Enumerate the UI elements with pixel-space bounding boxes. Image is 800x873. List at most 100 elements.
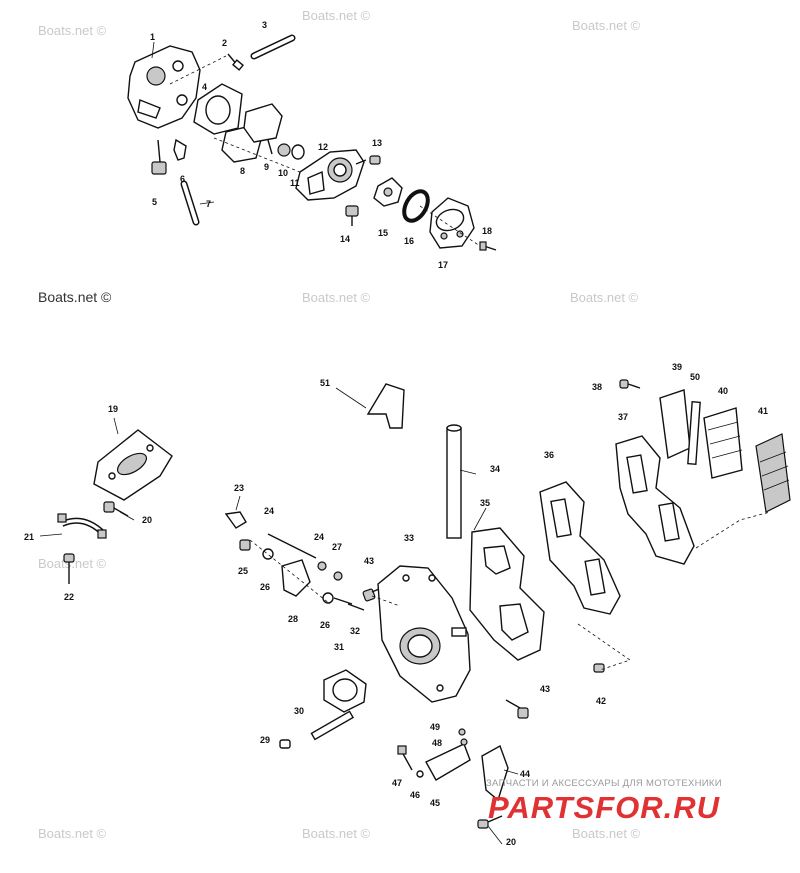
callout-label: 2 — [222, 38, 227, 48]
part-screw — [619, 379, 641, 389]
callout-label: 6 — [180, 174, 185, 184]
callout-label: 36 — [544, 450, 554, 460]
brand-tagline: ЗАПЧАСТИ И АКСЕССУАРЫ ДЛЯ МОТОТЕХНИКИ — [486, 778, 722, 789]
callout-label: 24 — [314, 532, 324, 542]
brand-logo: PARTSFOR.RU — [488, 790, 721, 825]
callout-label: 45 — [430, 798, 440, 808]
part-reed-stop — [659, 389, 691, 460]
part-bolt — [151, 139, 167, 175]
part-reed-petals — [703, 407, 743, 479]
part-screw — [355, 155, 381, 165]
part-nut — [279, 739, 291, 749]
callout-label: 9 — [264, 162, 269, 172]
part-fuel-hose — [250, 34, 296, 60]
callout-label: 8 — [240, 166, 245, 176]
callout-label: 5 — [152, 197, 157, 207]
callout-label: 40 — [718, 386, 728, 396]
part-screw — [227, 53, 244, 71]
callout-label: 46 — [410, 790, 420, 800]
watermark: Boats.net © — [38, 289, 112, 305]
callout-label: 22 — [64, 592, 74, 602]
callout-label: 21 — [24, 532, 34, 542]
part-diaphragm-plate — [221, 103, 283, 163]
callout-label: 13 — [372, 138, 382, 148]
part-gasket — [323, 669, 367, 713]
callout-label: 30 — [294, 706, 304, 716]
watermark: Boats.net © — [38, 556, 107, 571]
callout-label: 44 — [520, 769, 530, 779]
callout-label: 7 — [206, 199, 211, 209]
part-reed-gasket — [469, 527, 545, 661]
part-o-ring — [402, 189, 430, 223]
callout-label: 23 — [234, 483, 244, 493]
part-bracket — [335, 383, 405, 429]
callout-label: 17 — [438, 260, 448, 270]
callout-label: 27 — [332, 542, 342, 552]
part-gasket — [193, 83, 243, 135]
part-intake-manifold — [377, 565, 471, 703]
watermark: Boats.net © — [302, 8, 371, 23]
part-pump-housing — [295, 149, 365, 201]
part-mounting-plate — [93, 417, 173, 501]
part-washer — [262, 548, 274, 560]
callout-label: 25 — [238, 566, 248, 576]
part-reed — [687, 401, 701, 465]
callout-label: 31 — [334, 642, 344, 652]
callout-label: 51 — [320, 378, 330, 388]
callout-label: 48 — [432, 738, 442, 748]
part-bolt — [477, 815, 503, 829]
part-check-valve — [291, 144, 305, 160]
callout-label: 12 — [318, 142, 328, 152]
part-tube — [446, 424, 462, 539]
part-linkage-arm — [267, 533, 317, 597]
callout-label: 1 — [150, 32, 155, 42]
callout-label: 50 — [690, 372, 700, 382]
part-cover — [429, 197, 475, 249]
callout-label: 49 — [430, 722, 440, 732]
callout-label: 42 — [596, 696, 606, 706]
part-bolt — [345, 205, 359, 226]
part-hose — [180, 180, 215, 226]
part-screw — [63, 553, 75, 584]
callout-label: 16 — [404, 236, 414, 246]
callout-label: 20 — [142, 515, 152, 525]
part-screw — [505, 699, 529, 719]
watermark: Boats.net © — [302, 290, 371, 305]
callout-label: 19 — [108, 404, 118, 414]
part-screw — [397, 728, 468, 778]
part-reed-plate — [539, 481, 621, 615]
part-shaft — [310, 710, 355, 741]
part-reed-block — [755, 433, 791, 513]
callout-label: 3 — [262, 20, 267, 30]
callout-label: 28 — [288, 614, 298, 624]
watermark: Boats.net © — [570, 290, 639, 305]
part-impeller — [373, 177, 403, 207]
callout-label: 47 — [392, 778, 402, 788]
callout-label: 24 — [264, 506, 274, 516]
callout-label: 41 — [758, 406, 768, 416]
site-brand-watermark: ЗАПЧАСТИ И АКСЕССУАРЫ ДЛЯ МОТОТЕХНИКИ PA… — [486, 776, 800, 836]
part-stud — [347, 603, 365, 611]
part-gasket — [615, 435, 695, 565]
callout-label: 33 — [404, 533, 414, 543]
callout-label: 4 — [202, 82, 207, 92]
part-fitting — [173, 138, 187, 161]
watermark: Boats.net © — [302, 826, 371, 841]
callout-label: 26 — [260, 582, 270, 592]
part-bolt — [103, 501, 129, 517]
callout-label: 34 — [490, 464, 500, 474]
part-spring — [267, 139, 291, 157]
watermark: Boats.net © — [572, 826, 641, 841]
watermark: Boats.net © — [38, 826, 107, 841]
part-throttle-lever — [481, 744, 509, 802]
callout-label: 20 — [506, 837, 516, 847]
part-screw — [593, 663, 605, 673]
callout-label: 11 — [290, 178, 300, 188]
callout-label: 37 — [618, 412, 628, 422]
watermark: Boats.net © — [572, 18, 641, 33]
callout-label: 18 — [482, 226, 492, 236]
part-washer — [317, 561, 353, 605]
callout-label: 15 — [378, 228, 388, 238]
callout-label: 43 — [540, 684, 550, 694]
